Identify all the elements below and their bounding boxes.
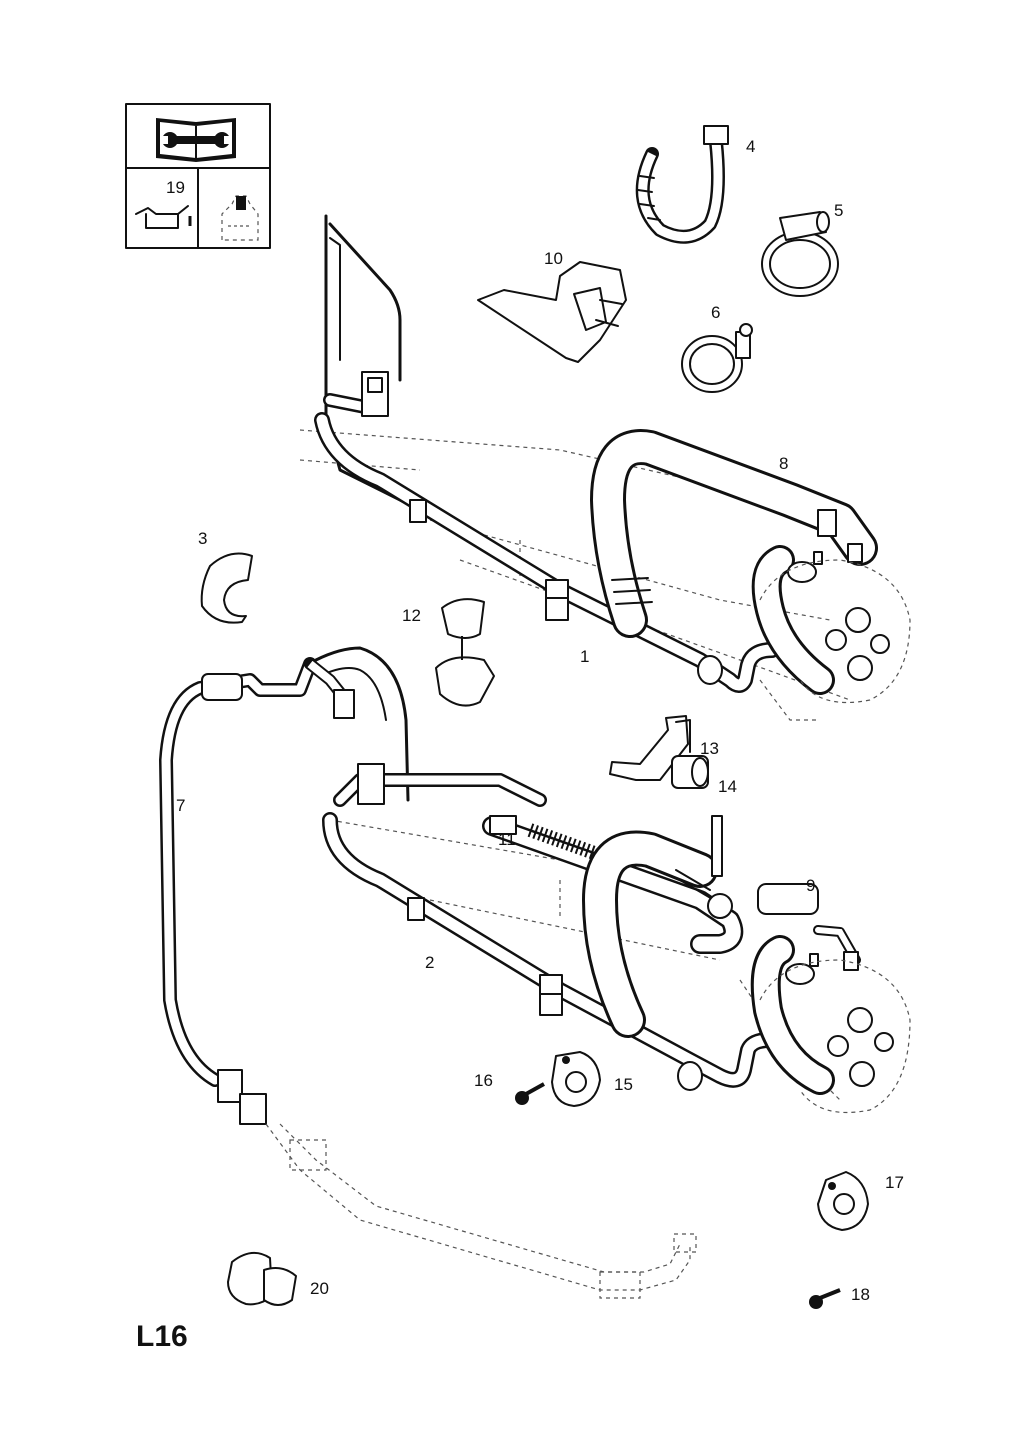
callout-10: 10 [544, 249, 563, 268]
callout-11: 11 [498, 830, 516, 849]
hose-2-clip [539, 974, 563, 1016]
part-13-bracket [609, 715, 691, 781]
legend-number: 19 [166, 178, 185, 197]
part-3-clip [200, 552, 253, 624]
rail-clip-lower [357, 763, 385, 805]
hose-clamp-lower [785, 953, 819, 985]
callout-1: 1 [580, 647, 589, 666]
callout-7: 7 [176, 796, 185, 815]
hose-2-ring [407, 897, 425, 921]
steering-pump-upper [759, 559, 911, 704]
hose-1-end-clamp [697, 655, 723, 685]
part-14-sleeve [671, 755, 709, 789]
upper-hose-assembly [299, 214, 911, 721]
callout-8: 8 [779, 454, 788, 473]
callout-5: 5 [834, 201, 843, 220]
part-5-worm-clamp [761, 211, 839, 297]
hose-arch-lower [582, 830, 718, 1038]
fluid-bottle-icon [221, 195, 259, 241]
part-12-double-clip [435, 598, 495, 707]
callout-16: 16 [474, 1071, 493, 1090]
hose-clamp-upper [787, 551, 823, 583]
hose-2-end-clamp [677, 1061, 703, 1091]
legend-box: 19 [125, 103, 271, 249]
part-20-double-clip [227, 1251, 297, 1306]
pipe-stub [711, 815, 723, 877]
hose-8 [590, 429, 878, 638]
hose-1-clip [545, 579, 569, 621]
hose-7 [159, 657, 697, 1299]
part-16-screw [515, 1082, 545, 1105]
callout-9: 9 [806, 876, 815, 895]
callout-3: 3 [198, 529, 207, 548]
part-6-hose-clamp [681, 323, 753, 393]
hose-1 [314, 393, 780, 693]
callout-20: 20 [310, 1279, 329, 1298]
callout-18: 18 [851, 1285, 870, 1304]
oil-can-icon [135, 205, 192, 229]
part-15-p-clip [551, 1051, 601, 1107]
lower-hose-assembly [314, 646, 911, 1114]
part-18-bolt [809, 1288, 841, 1309]
callout-12: 12 [402, 606, 421, 625]
hose-11 [482, 815, 744, 954]
page-code: L16 [136, 1320, 188, 1353]
callout-13: 13 [700, 739, 719, 758]
hose-1-ring [409, 499, 427, 523]
callout-14: 14 [718, 777, 737, 796]
part-4-band-clamp [635, 125, 729, 244]
rail-clip-upper [361, 371, 389, 417]
callout-15: 15 [614, 1075, 633, 1094]
callout-6: 6 [711, 303, 720, 322]
service-manual-wrench-icon [156, 118, 236, 162]
callout-2: 2 [425, 953, 434, 972]
steering-pump-lower [759, 959, 911, 1114]
hose-9 [757, 883, 861, 971]
part-17-p-clip [817, 1171, 869, 1231]
callout-4: 4 [746, 137, 755, 156]
hose-2 [322, 773, 778, 1088]
callout-17: 17 [885, 1173, 904, 1192]
hose-11-end-clamp [707, 893, 733, 919]
part-10-bracket [477, 261, 627, 363]
